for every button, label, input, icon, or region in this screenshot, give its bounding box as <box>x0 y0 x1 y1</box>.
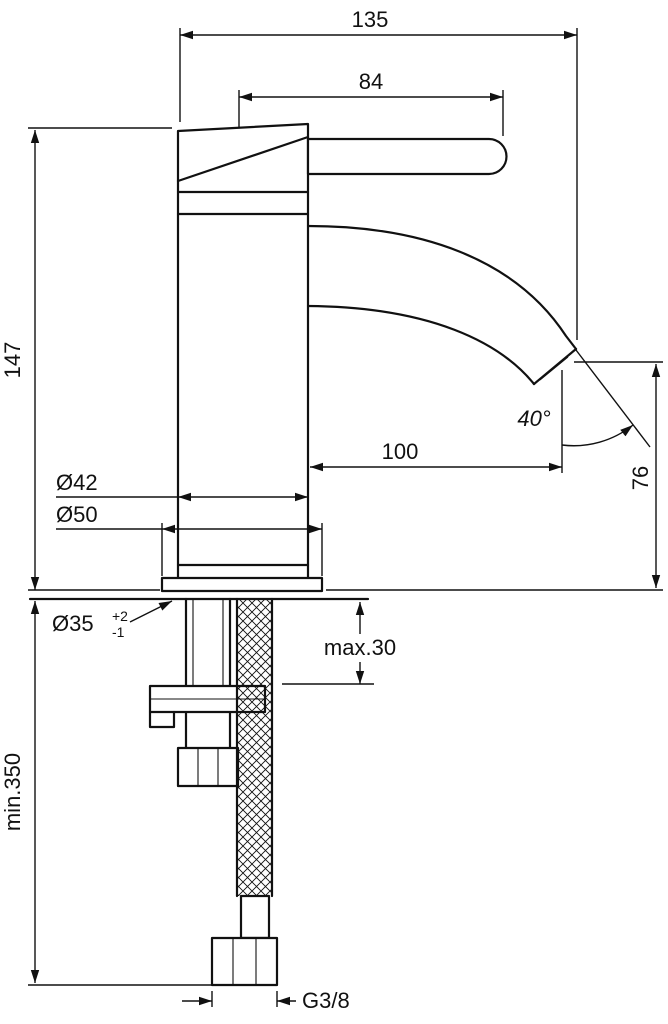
dimension-spout-reach: 100 <box>310 370 563 473</box>
hose-nut-facets <box>232 938 257 985</box>
dim-135-label: 135 <box>352 7 389 32</box>
dim-max30-label: max.30 <box>324 635 396 660</box>
spout-bottom-edge <box>306 304 536 386</box>
hose-braid <box>237 599 272 896</box>
below-deck-assembly <box>148 597 279 987</box>
hose-nut <box>210 936 279 987</box>
mounting-nut <box>176 746 240 788</box>
dim-40deg-label: 40° <box>517 406 550 431</box>
mounting-nut-facets <box>197 748 219 786</box>
faucet-outline <box>28 122 578 601</box>
dim-d50-label: Ø50 <box>56 502 98 527</box>
dimension-body-height: 147 <box>0 127 172 591</box>
dimension-overall-depth: 135 <box>179 7 578 340</box>
handle-cap-cone-line <box>176 135 310 183</box>
spout-top-edge <box>306 224 578 351</box>
dim-100-label: 100 <box>382 439 419 464</box>
dimension-body-diameter: Ø42 <box>56 470 308 502</box>
dim-min350-label: min.350 <box>0 753 25 831</box>
dimension-hole-diameter: Ø35 +2 -1 <box>52 600 173 640</box>
spout-aerator-line <box>539 356 569 381</box>
dim-d42-label: Ø42 <box>56 470 98 495</box>
spout-tip-cut <box>532 347 578 386</box>
dimension-outlet-height: 76 <box>326 361 663 591</box>
dimension-lever-length: 84 <box>238 69 504 136</box>
lever-handle <box>306 137 508 176</box>
dim-147-label: 147 <box>0 342 25 379</box>
mounting-bracket-step <box>148 710 176 729</box>
dim-d35-label: Ø35 <box>52 611 94 636</box>
dim-84-label: 84 <box>359 69 383 94</box>
dimension-base-diameter: Ø50 <box>56 502 323 576</box>
base-plate <box>160 576 324 593</box>
dimension-hose-thread: G3/8 <box>182 988 350 1013</box>
dim-76-label: 76 <box>628 466 653 490</box>
dim-d35-tolerance-plus: +2 <box>112 608 128 624</box>
dimension-spout-angle: 40° <box>517 349 651 448</box>
dimension-deck-thickness: max.30 <box>282 602 396 685</box>
dim-g38-label: G3/8 <box>302 988 350 1013</box>
mounting-shank-inner <box>192 599 224 688</box>
hose-braid-edges <box>235 597 274 898</box>
dim-d35-tolerance-minus: -1 <box>112 624 125 640</box>
mounting-shank <box>184 597 232 750</box>
hose-ferrule <box>239 894 271 940</box>
dimension-hose-length: min.350 <box>0 601 214 986</box>
